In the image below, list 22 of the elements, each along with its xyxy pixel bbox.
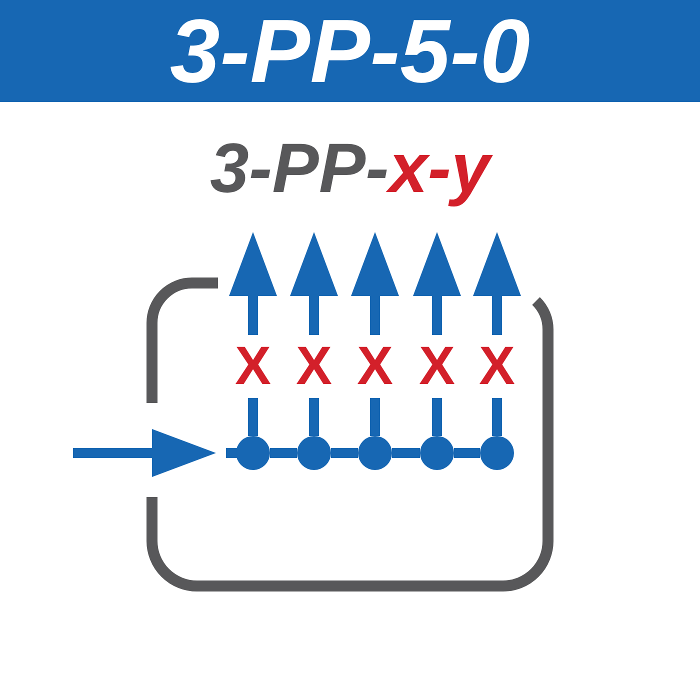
connector-line: [309, 398, 319, 436]
connector-line: [432, 398, 442, 436]
arrow: [229, 232, 277, 335]
arrow: [413, 232, 461, 335]
x-mark-label: X: [355, 335, 395, 398]
connector-line: [492, 398, 502, 436]
x-mark-label: X: [477, 335, 517, 398]
connector-line: [370, 398, 380, 436]
title: 3-PP-5-0: [170, 7, 530, 97]
junction-dot: [226, 436, 270, 470]
connector-line: [248, 398, 258, 436]
connector-line: [270, 448, 297, 458]
connector-line: [454, 448, 480, 458]
connector-line: [392, 448, 420, 458]
connector-line: [331, 448, 358, 458]
x-mark-label: X: [233, 335, 273, 398]
arrow: [73, 429, 216, 477]
x-mark-label: X: [417, 335, 457, 398]
arrow: [351, 232, 399, 335]
arrow: [473, 232, 521, 335]
arrow: [290, 232, 338, 335]
x-mark-label: X: [294, 335, 334, 398]
